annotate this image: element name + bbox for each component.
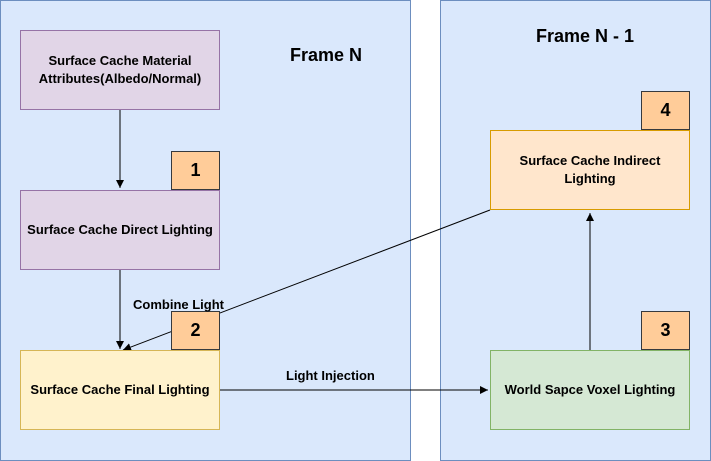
frame-n-title: Frame N bbox=[290, 45, 363, 65]
surface-cache-final-label: Surface Cache Final Lighting bbox=[30, 382, 210, 397]
badge-3: 3 bbox=[641, 311, 690, 350]
frame-n-minus-1-title: Frame N - 1 bbox=[536, 26, 635, 46]
surface-cache-direct-label: Surface Cache Direct Lighting bbox=[27, 222, 213, 237]
world-space-voxel-label: World Sapce Voxel Lighting bbox=[504, 382, 676, 397]
surface-cache-material-label: Surface Cache Material Attributes(Albedo… bbox=[38, 53, 202, 86]
surface-cache-indirect-label: Surface Cache Indirect Lighting bbox=[519, 153, 661, 186]
light-injection-label: Light Injection bbox=[286, 368, 375, 383]
surface-cache-final-node[interactable]: Surface Cache Final Lighting bbox=[20, 350, 220, 430]
badge-2: 2 bbox=[171, 311, 220, 350]
world-space-voxel-node[interactable]: World Sapce Voxel Lighting bbox=[490, 350, 690, 430]
surface-cache-material-node[interactable]: Surface Cache Material Attributes(Albedo… bbox=[20, 30, 220, 110]
combine-light-label: Combine Light bbox=[133, 297, 224, 312]
surface-cache-direct-node[interactable]: Surface Cache Direct Lighting bbox=[20, 190, 220, 270]
badge-4: 4 bbox=[641, 91, 690, 130]
surface-cache-indirect-node[interactable]: Surface Cache Indirect Lighting bbox=[490, 130, 690, 210]
badge-1: 1 bbox=[171, 151, 220, 190]
